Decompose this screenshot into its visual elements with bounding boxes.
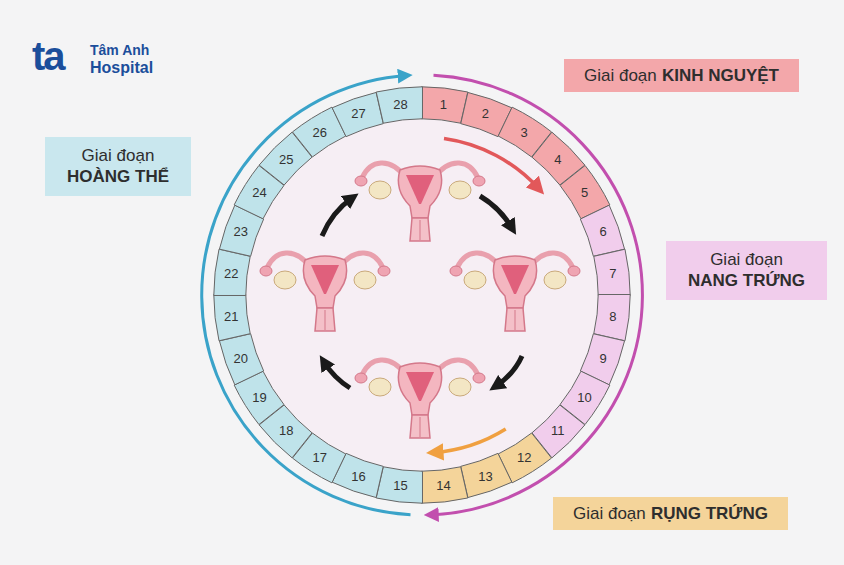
day-number: 18 — [279, 423, 293, 438]
day-cell: 6 — [578, 207, 628, 257]
day-number: 15 — [393, 478, 407, 493]
day-cell: 27 — [334, 89, 384, 139]
phase-label-box: Giai đoạn KINH NGUYỆT — [564, 59, 799, 92]
day-number: 24 — [252, 185, 266, 200]
day-cell-sector — [376, 87, 422, 123]
day-number: 4 — [554, 152, 561, 167]
day-cell-sector — [332, 92, 383, 136]
uterus-illustration — [260, 253, 390, 331]
phase-name: RỤNG TRỨNG — [651, 504, 768, 523]
day-cell-sector — [422, 467, 468, 503]
uterus-illustration — [355, 360, 485, 438]
day-cell-sector — [214, 295, 250, 341]
day-cell: 15 — [376, 461, 426, 511]
cycle-arrow — [480, 196, 512, 228]
day-cell: 14 — [418, 461, 468, 511]
day-number: 23 — [234, 224, 248, 239]
day-number: 12 — [517, 450, 531, 465]
phase-name: KINH NGUYỆT — [662, 66, 779, 85]
phase-arc — [202, 76, 411, 515]
day-number: 5 — [581, 185, 588, 200]
day-number: 21 — [224, 309, 238, 324]
day-cell-sector — [594, 249, 630, 295]
logo-mark: ta — [32, 36, 64, 76]
day-cell: 13 — [460, 451, 510, 501]
day-number: 26 — [313, 125, 327, 140]
phase-prefix: Giai đoạn — [573, 504, 646, 523]
day-number: 9 — [600, 351, 607, 366]
phase-label-box: Giai đoạnHOÀNG THỂ — [45, 137, 191, 196]
day-number: 3 — [521, 125, 528, 140]
cycle-arrow — [324, 362, 350, 388]
uterus-illustration — [450, 253, 580, 331]
phase-arc — [433, 429, 506, 453]
day-cell: 7 — [588, 249, 638, 299]
day-cell-sector — [376, 467, 422, 503]
logo-text: Tâm Anh — [90, 43, 149, 57]
day-number: 27 — [351, 106, 365, 121]
cycle-arrow — [322, 198, 352, 236]
uterus-illustration — [355, 163, 485, 241]
phase-prefix: Giai đoạn — [584, 66, 657, 85]
day-cell: 1 — [418, 79, 468, 129]
phase-label-box: Giai đoạn RỤNG TRỨNG — [553, 497, 788, 530]
cycle-arrow — [496, 356, 522, 386]
logo-text: Hospital — [90, 60, 153, 76]
day-cell-sector — [461, 454, 512, 498]
phase-prefix: Giai đoạn — [688, 249, 805, 270]
day-cell-sector — [214, 249, 250, 295]
day-number: 2 — [482, 106, 489, 121]
phase-arc — [430, 75, 643, 515]
day-number: 11 — [551, 423, 565, 438]
day-number: 14 — [436, 478, 450, 493]
day-number: 16 — [351, 469, 365, 484]
day-number: 1 — [440, 97, 447, 112]
day-number: 7 — [609, 266, 616, 281]
day-cell: 28 — [376, 79, 426, 129]
day-number: 6 — [600, 224, 607, 239]
day-cell-sector — [219, 334, 263, 385]
day-number: 19 — [252, 390, 266, 405]
day-cell: 20 — [216, 333, 266, 383]
day-cell-sector — [422, 87, 468, 123]
phase-name: NANG TRỨNG — [688, 270, 805, 291]
day-cell: 22 — [206, 249, 256, 299]
day-number: 22 — [224, 266, 238, 281]
day-number: 13 — [478, 469, 492, 484]
day-number: 8 — [609, 309, 616, 324]
wheel-center — [246, 119, 598, 471]
day-number: 20 — [234, 351, 248, 366]
day-number: 28 — [393, 97, 407, 112]
phase-label-box: Giai đoạnNANG TRỨNG — [666, 241, 827, 300]
day-cell: 21 — [206, 291, 256, 341]
day-cell-sector — [581, 205, 625, 256]
day-number: 10 — [577, 390, 591, 405]
day-cell: 8 — [588, 291, 638, 341]
day-number: 25 — [279, 152, 293, 167]
phase-prefix: Giai đoạn — [67, 145, 169, 166]
phase-name: HOÀNG THỂ — [67, 166, 169, 187]
day-cell-sector — [594, 295, 630, 341]
day-number: 17 — [313, 450, 327, 465]
